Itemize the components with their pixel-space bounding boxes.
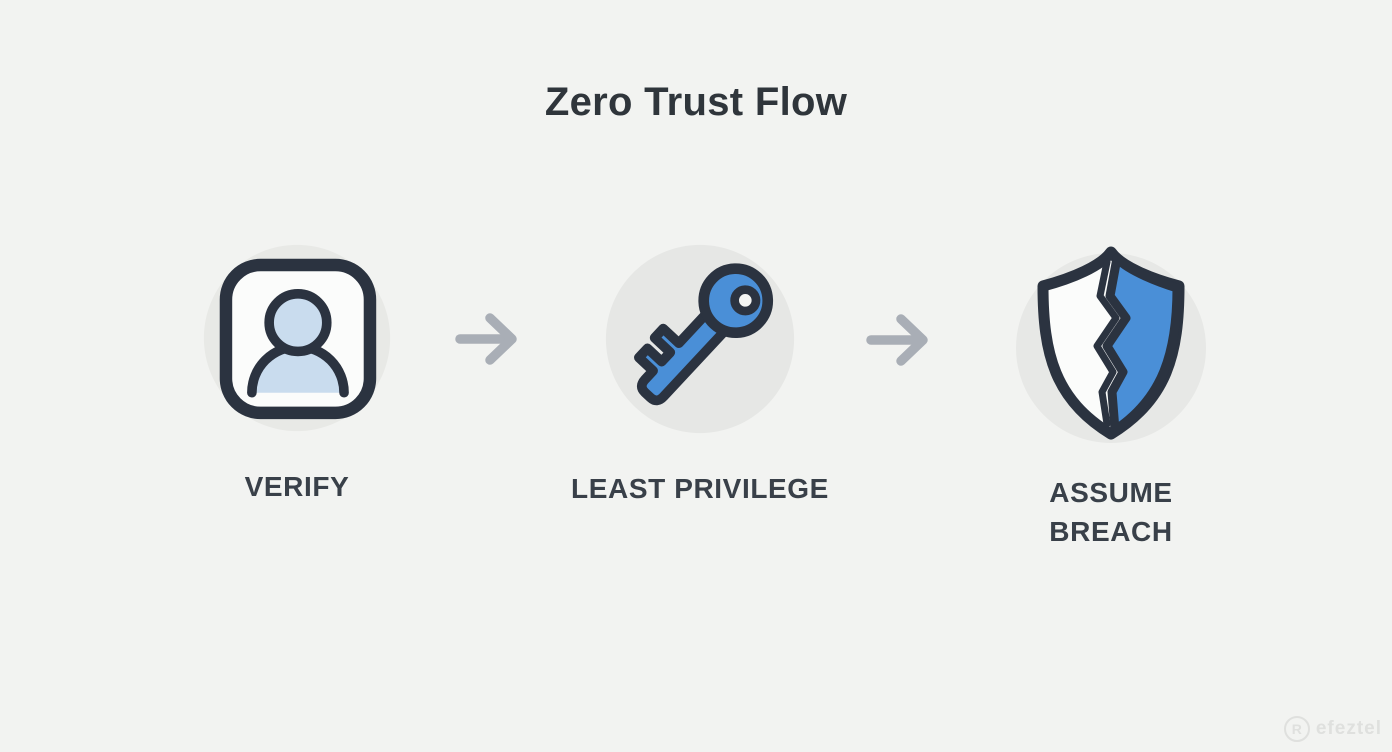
step-label-verify: VERIFY (244, 471, 350, 502)
step-label-assume-breach: ASSUME BREACH (1049, 477, 1173, 547)
flow-step-assume-breach: ASSUME BREACH (1011, 238, 1211, 551)
cracked-shield-icon (1016, 246, 1206, 443)
user-badge-icon (203, 244, 391, 432)
flow-arrow-icon (455, 313, 517, 365)
page-title: Zero Trust Flow (544, 80, 848, 124)
watermark: R efeztel (1283, 716, 1382, 742)
key-icon (605, 244, 795, 434)
watermark-text: efeztel (1315, 718, 1382, 739)
flow-step-verify: VERIFY (177, 242, 417, 507)
flow-step-least-privilege: LEAST PRIVILEGE (560, 242, 840, 509)
watermark-logo-icon: R (1283, 716, 1310, 742)
step-label-least-privilege: LEAST PRIVILEGE (571, 473, 829, 504)
flow-arrow-icon (866, 314, 928, 366)
